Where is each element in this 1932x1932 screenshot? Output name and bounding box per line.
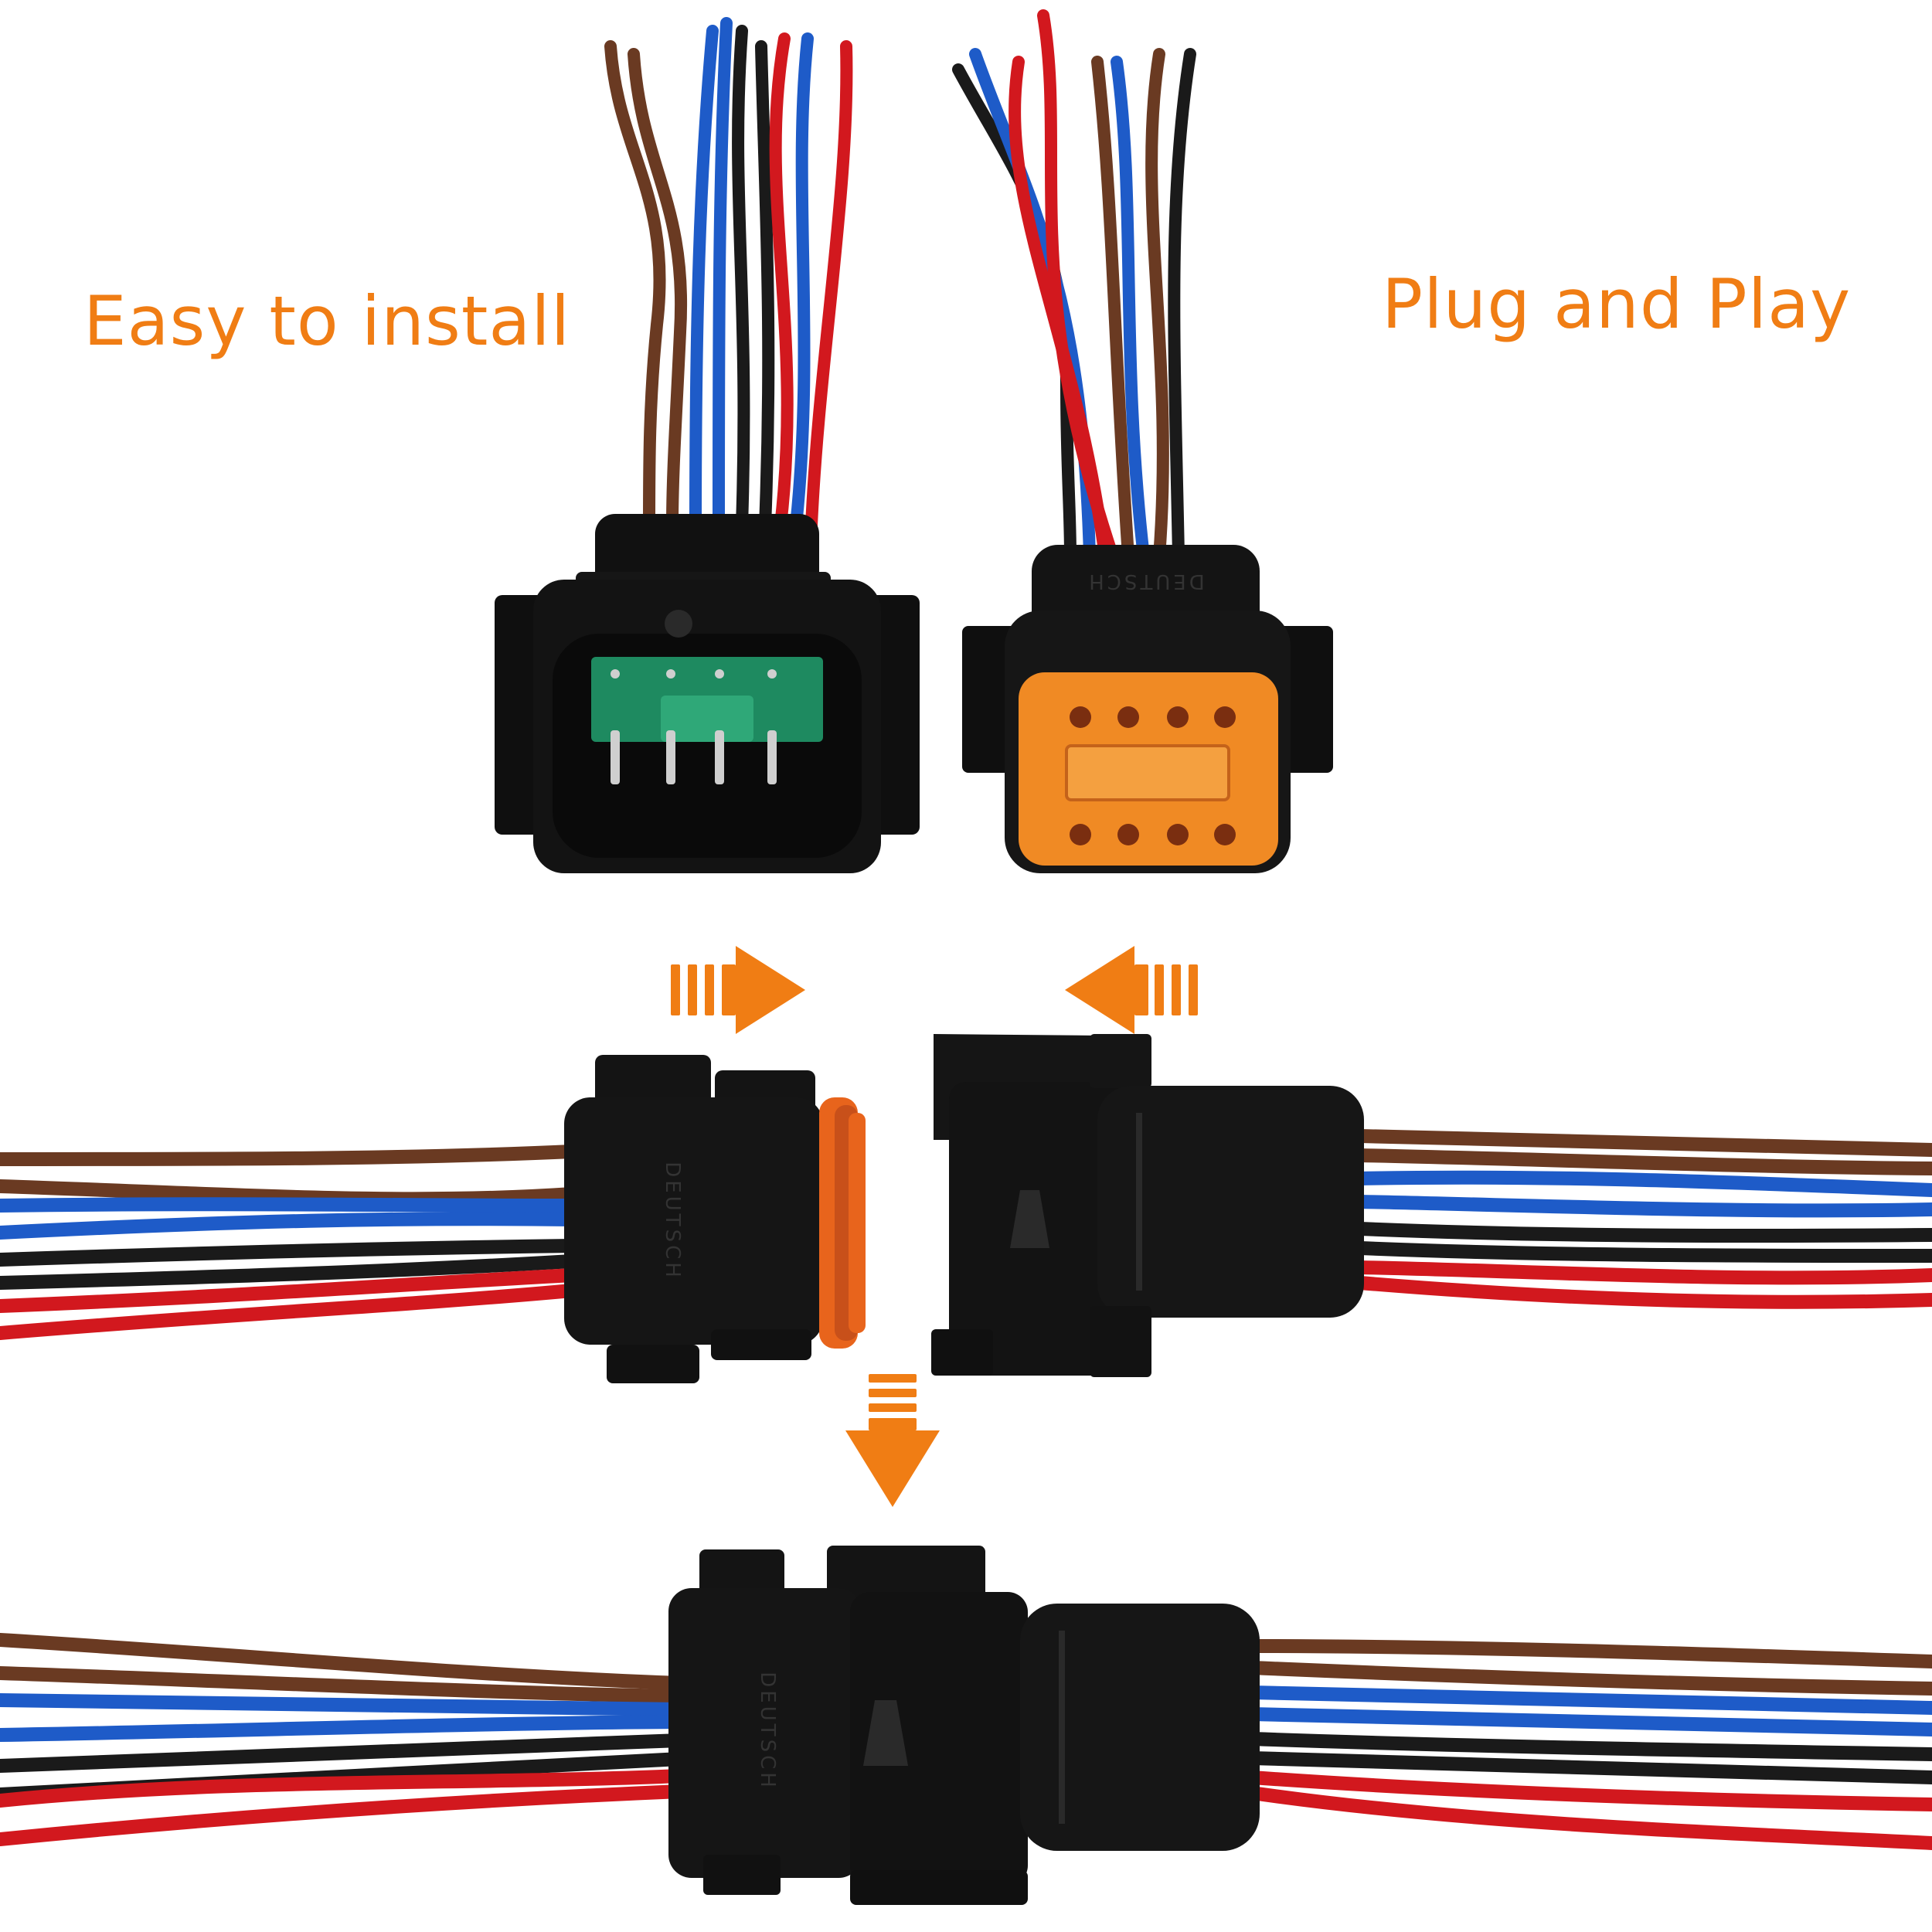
pin-block bbox=[591, 657, 823, 784]
caption-plug-and-play: Plug and Play bbox=[1382, 264, 1852, 344]
arrow-down-icon bbox=[845, 1374, 940, 1507]
top-left-wire-bundle bbox=[604, 17, 853, 532]
plug-connector: DEUTSCH bbox=[962, 545, 1333, 873]
middle-right-wire-bundle bbox=[1353, 1129, 1932, 1309]
bottom-left-wire-bundle bbox=[0, 1633, 687, 1846]
arrow-left-icon bbox=[1065, 946, 1198, 1034]
mated-connector-pair: DEUTSCH bbox=[668, 1546, 1260, 1905]
connector-brand-mark: DEUTSCH bbox=[1086, 570, 1205, 593]
face-seal bbox=[819, 1097, 866, 1349]
middle-left-wire-bundle bbox=[0, 1145, 579, 1340]
arrow-right-icon bbox=[671, 946, 805, 1034]
top-right-wire-bundle bbox=[952, 9, 1196, 563]
connector-brand-mark: DEUTSCH bbox=[756, 1672, 779, 1791]
wedge-lock bbox=[1019, 672, 1278, 866]
connector-brand-mark: DEUTSCH bbox=[661, 1162, 684, 1281]
middle-receptacle-connector bbox=[931, 1034, 1364, 1377]
caption-easy-to-install: Easy to install bbox=[83, 281, 571, 361]
receptacle-connector bbox=[495, 514, 920, 873]
bottom-right-wire-bundle bbox=[1245, 1639, 1932, 1850]
middle-plug-connector: DEUTSCH bbox=[564, 1055, 866, 1383]
